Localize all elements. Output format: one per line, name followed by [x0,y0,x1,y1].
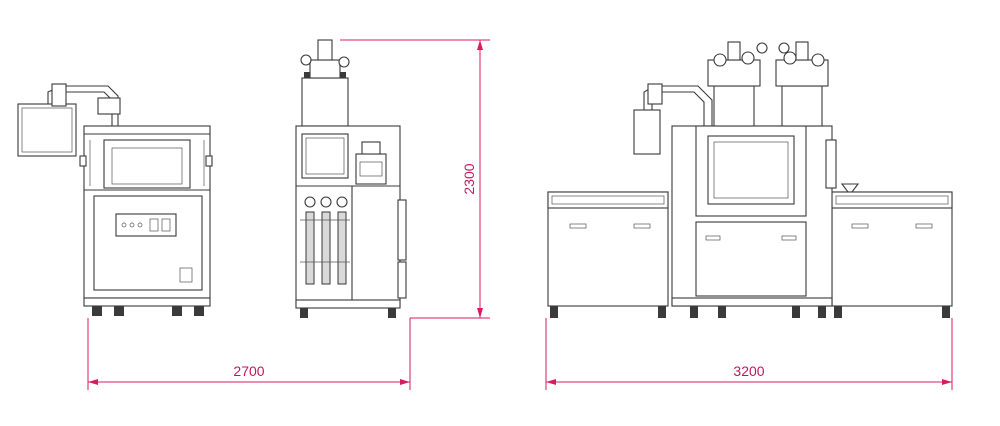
wide-view-machine [547,41,953,318]
front-lower-panel [93,195,203,291]
dimension-label-height: 2300 [461,163,477,194]
front-window [103,139,191,189]
tank-right [781,85,823,127]
side-view-machine [295,39,407,318]
dimension-2700: 2700 [87,318,411,390]
gauge-icon [756,42,768,54]
left-table [547,191,669,307]
dimension-2300: 2300 [340,39,490,319]
dimension-label-width-right: 3200 [733,363,764,379]
top-tank [301,77,349,127]
control-panel [115,213,177,237]
front-view-machine [17,83,213,316]
gauge-icon [778,42,790,54]
viewing-window [707,135,795,205]
right-table [831,191,953,307]
gauge-icon [304,196,316,208]
gauge-icon [320,196,332,208]
exhaust-hood [633,109,661,155]
side-window [301,133,349,179]
tank-left [713,85,755,127]
dimension-3200: 3200 [545,318,953,390]
dimension-label-width-left: 2700 [233,363,264,379]
lower-drawer [695,221,807,297]
side-hood-panel [17,103,77,157]
gauge-icon [336,196,348,208]
